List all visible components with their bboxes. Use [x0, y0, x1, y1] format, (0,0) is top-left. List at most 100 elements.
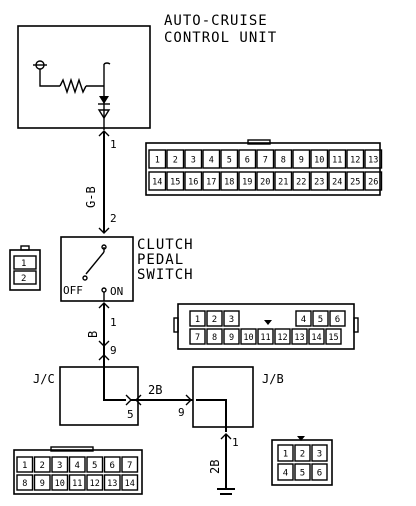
jb-connector-pin-label: 12	[277, 333, 287, 343]
ground-connector-pin-label: 1	[283, 450, 288, 460]
acu-title-line2: CONTROL UNIT	[164, 30, 277, 46]
acu-connector-cell	[310, 171, 329, 191]
clutch-label-line1: CLUTCH	[137, 237, 194, 253]
acu-connector-pin-label: 16	[188, 178, 198, 188]
acu-connector-cell	[202, 171, 221, 191]
jb-label: J/B	[262, 372, 284, 386]
acu-connector-cell	[220, 171, 239, 191]
acu-title-line1: AUTO-CRUISE	[164, 13, 268, 29]
jb-connector-pin-label: 11	[260, 333, 270, 343]
jc-connector-cell	[33, 456, 51, 473]
jc-connector-pin-label: 14	[125, 479, 135, 489]
connector-arrow-icon	[98, 227, 110, 234]
jc-connector-pin-label: 11	[72, 479, 82, 489]
acu-connector-pin-label: 23	[314, 178, 324, 188]
acu-connector-pin-label: 19	[242, 178, 252, 188]
clutch-pedal-switch: CLUTCH PEDAL SWITCH OFF ON	[60, 236, 194, 302]
jb-connector-cell	[308, 328, 325, 345]
jc-connector-pin-label: 5	[92, 461, 97, 471]
acu-connector-pin-label: 7	[263, 156, 268, 166]
acu-connector-pin-label: 10	[314, 156, 324, 166]
switch-on-label: ON	[110, 285, 123, 298]
jc-connector-cell	[33, 474, 51, 491]
acu-connector-cell	[346, 171, 365, 191]
switch-off-label: OFF	[63, 284, 83, 297]
jc-connector-pin-label: 12	[90, 479, 100, 489]
connector-arrow-icon	[98, 340, 110, 347]
acu-connector-cell	[238, 149, 257, 169]
ground-icon	[217, 488, 235, 495]
acu-connector-pin-label: 20	[260, 178, 270, 188]
jc-connector-cell	[121, 456, 139, 473]
jb-connector-cell	[206, 310, 223, 327]
acu-connector-pin-label: 1	[155, 156, 160, 166]
jc-connector-cell	[103, 474, 121, 491]
acu-connector-pin-label: 25	[350, 178, 360, 188]
acu-internal-circuit	[33, 60, 111, 130]
acu-connector-cell	[310, 149, 329, 169]
jb-connector-cell	[295, 310, 312, 327]
jc-connector-pin-label: 4	[75, 461, 80, 471]
acu-connector-cell	[256, 171, 275, 191]
ground-connector-cell	[311, 444, 328, 462]
acu-connector-cell	[292, 171, 311, 191]
auto-cruise-control-unit: AUTO-CRUISE CONTROL UNIT	[17, 13, 277, 130]
jb-connector-cell	[257, 328, 274, 345]
jb-connector-cell	[189, 310, 206, 327]
jb-connector-cell	[329, 310, 346, 327]
acu-connector-cell	[274, 171, 293, 191]
acu-connector-pin-label: 4	[209, 156, 214, 166]
wire-jb-to-ground: 1 2B	[208, 433, 239, 495]
acu-connector-pin-label: 9	[299, 156, 304, 166]
jc-connector-pin-label: 6	[110, 461, 115, 471]
acu-connector-pin-label: 21	[278, 178, 288, 188]
clutch-connector: 1 2	[9, 245, 41, 291]
off-contact-icon	[82, 275, 88, 281]
wire-acu-to-clutch: 1 G-B 2	[84, 130, 117, 234]
acu-connector-pin-label: 2	[173, 156, 178, 166]
jb-connector-pin-label: 3	[229, 315, 234, 325]
acu-connector-pin-label: 8	[281, 156, 286, 166]
clutch-connector-cell-2: 2	[21, 274, 26, 284]
jb-connector-pin-label: 15	[328, 333, 338, 343]
clutch-label-line3: SWITCH	[137, 267, 194, 283]
jc-connector-cell	[16, 456, 34, 473]
acu-connector-pin-label: 18	[224, 178, 234, 188]
diode-icon	[99, 96, 109, 104]
acu-connector-cell	[166, 171, 185, 191]
jb-box	[192, 366, 254, 428]
acu-connector-cell	[328, 149, 347, 169]
jc-connector-pin-label: 9	[40, 479, 45, 489]
ground-connector-pin-label: 2	[300, 450, 305, 460]
connector-arrow-icon	[98, 130, 110, 137]
acu-connector-cell	[184, 171, 203, 191]
ground-connector-cell	[277, 463, 294, 481]
junction-connector: J/C 5	[33, 366, 139, 426]
acu-connector-pin-label: 11	[332, 156, 342, 166]
acu-connector-pin-label: 3	[191, 156, 196, 166]
acu-connector-cell	[220, 149, 239, 169]
acu-connector-pin-label: 17	[206, 178, 216, 188]
jc-connector-cell	[51, 456, 69, 473]
jb-pin-9: 9	[178, 406, 185, 419]
jc-connector-cell	[86, 456, 104, 473]
acu-connector-cell	[148, 171, 167, 191]
diode-outline-icon	[97, 109, 111, 120]
jc-label: J/C	[33, 372, 55, 386]
jb-connector-pin-label: 8	[212, 333, 217, 343]
wire-color-2b: 2B	[148, 383, 162, 397]
acu-pin-1: 1	[110, 138, 117, 151]
jb-connector-pin-label: 14	[311, 333, 321, 343]
jb-connector-cell	[223, 310, 240, 327]
wire-color-gb: G-B	[84, 186, 98, 208]
jb-connector-key	[264, 320, 272, 325]
acu-connector-pin-label: 14	[152, 178, 162, 188]
jb-connector-cell	[206, 328, 223, 345]
acu-connector-cell	[184, 149, 203, 169]
connector-arrow-icon	[135, 394, 142, 406]
acu-connector-pin-label: 22	[296, 178, 306, 188]
